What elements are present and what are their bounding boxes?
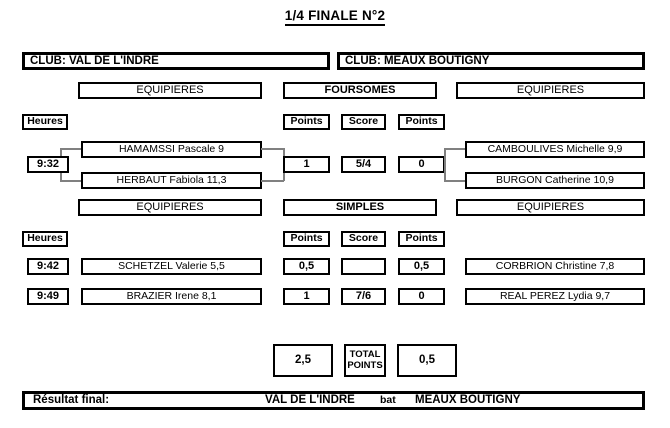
total-points-away-text: 0,5 — [419, 354, 435, 367]
simples-row-1-home-player-text: SCHETZEL Valerie 5,5 — [118, 259, 225, 272]
foursomes-home-player-2[interactable]: HERBAUT Fabiola 11,3 — [81, 172, 262, 189]
simples-row-2-score-text: 7/6 — [355, 289, 372, 302]
foursomes-points-away-header: Points — [398, 114, 445, 130]
simples-row-1-points-away[interactable]: 0,5 — [398, 258, 445, 275]
simples-hours-header-text: Heures — [27, 232, 63, 245]
simples-row-2-away-player[interactable]: REAL PEREZ Lydia 9,7 — [465, 288, 645, 305]
foursomes-score-value-text: 5/4 — [355, 157, 372, 170]
foursomes-home-player-1[interactable]: HAMAMSSI Pascale 9 — [81, 141, 262, 158]
simples-row-1-score[interactable] — [341, 258, 386, 275]
final-result-separator: bat — [380, 393, 396, 406]
simples-row-2-score[interactable]: 7/6 — [341, 288, 386, 305]
foursomes-points-away-header-text: Points — [405, 115, 438, 128]
bracket-connector-home-bottom — [60, 180, 82, 182]
page-title: 1/4 FINALE N°2 — [0, 8, 670, 26]
simples-row-1-points-home-text: 0,5 — [298, 259, 315, 272]
foursomes-hours-header-text: Heures — [27, 115, 63, 128]
simples-home-heading: EQUIPIERES — [78, 199, 262, 216]
foursomes-points-away-value[interactable]: 0 — [398, 156, 445, 173]
simples-score-header-text: Score — [348, 232, 379, 245]
foursomes-score-value[interactable]: 5/4 — [341, 156, 386, 173]
simples-format-heading-text: SIMPLES — [335, 200, 385, 213]
simples-row-2-points-home[interactable]: 1 — [283, 288, 330, 305]
simples-row-1-points-home[interactable]: 0,5 — [283, 258, 330, 275]
simples-points-away-header-text: Points — [405, 232, 438, 245]
simples-home-heading-text: EQUIPIERES — [136, 200, 204, 213]
simples-row-1-time[interactable]: 9:42 — [27, 258, 69, 275]
final-result-loser: MEAUX BOUTIGNY — [415, 394, 521, 407]
foursomes-match-time-text: 9:32 — [36, 157, 60, 170]
bracket-connector-home-points-bottom — [261, 180, 284, 182]
foursomes-away-player-2-text: BURGON Catherine 10,9 — [496, 173, 614, 186]
simples-points-away-header: Points — [398, 231, 445, 247]
club-home-bar: CLUB: VAL DE L'INDRE — [22, 52, 330, 70]
foursomes-home-player-1-text: HAMAMSSI Pascale 9 — [118, 142, 225, 155]
foursomes-points-home-header-text: Points — [290, 115, 323, 128]
final-result-winner: VAL DE L'INDRE — [265, 394, 355, 407]
total-points-label-line1: TOTAL — [349, 348, 381, 360]
simples-away-heading-text: EQUIPIERES — [516, 200, 585, 213]
total-points-label-line2: POINTS — [347, 359, 383, 371]
club-home-label: CLUB: VAL DE L'INDRE — [30, 54, 159, 67]
final-result-label: Résultat final: — [33, 394, 110, 407]
total-points-home: 2,5 — [273, 344, 333, 377]
bracket-connector-away-top — [444, 148, 466, 150]
bracket-connector-away-vertical — [444, 148, 446, 181]
club-away-label: CLUB: MEAUX BOUTIGNY — [345, 54, 490, 67]
foursomes-away-player-2[interactable]: BURGON Catherine 10,9 — [465, 172, 645, 189]
foursomes-points-away-value-text: 0 — [418, 157, 425, 170]
simples-score-header: Score — [341, 231, 386, 247]
simples-points-home-header: Points — [283, 231, 330, 247]
simples-row-2-points-home-text: 1 — [303, 289, 310, 302]
foursomes-format-heading: FOURSOMES — [283, 82, 437, 99]
foursomes-match-time[interactable]: 9:32 — [27, 156, 69, 173]
simples-row-1-home-player[interactable]: SCHETZEL Valerie 5,5 — [81, 258, 262, 275]
foursomes-points-home-header: Points — [283, 114, 330, 130]
simples-row-1-away-player[interactable]: CORBRION Christine 7,8 — [465, 258, 645, 275]
foursomes-home-heading-text: EQUIPIERES — [136, 83, 204, 96]
simples-points-home-header-text: Points — [290, 232, 323, 245]
bracket-connector-home-top — [60, 148, 82, 150]
page-title-text: 1/4 FINALE N°2 — [284, 8, 386, 26]
simples-row-1-away-player-text: CORBRION Christine 7,8 — [495, 259, 615, 272]
simples-row-2-home-player-text: BRAZIER Irene 8,1 — [126, 289, 217, 302]
foursomes-hours-header: Heures — [22, 114, 68, 130]
simples-format-heading: SIMPLES — [283, 199, 437, 216]
total-points-home-text: 2,5 — [295, 354, 311, 367]
simples-row-2-home-player[interactable]: BRAZIER Irene 8,1 — [81, 288, 262, 305]
simples-row-2-time[interactable]: 9:49 — [27, 288, 69, 305]
foursomes-away-heading: EQUIPIERES — [456, 82, 645, 99]
bracket-connector-away-bottom — [444, 180, 466, 182]
total-points-away: 0,5 — [397, 344, 457, 377]
foursomes-away-heading-text: EQUIPIERES — [516, 83, 585, 96]
foursomes-away-player-1[interactable]: CAMBOULIVES Michelle 9,9 — [465, 141, 645, 158]
foursomes-points-home-value[interactable]: 1 — [283, 156, 330, 173]
foursomes-home-heading: EQUIPIERES — [78, 82, 262, 99]
club-away-bar: CLUB: MEAUX BOUTIGNY — [337, 52, 645, 70]
simples-row-2-time-text: 9:49 — [36, 289, 60, 302]
foursomes-format-heading-text: FOURSOMES — [324, 83, 396, 96]
simples-row-1-time-text: 9:42 — [36, 259, 60, 272]
bracket-connector-home-points-top — [261, 148, 284, 150]
simples-hours-header: Heures — [22, 231, 68, 247]
foursomes-home-player-2-text: HERBAUT Fabiola 11,3 — [116, 173, 227, 186]
foursomes-away-player-1-text: CAMBOULIVES Michelle 9,9 — [487, 142, 623, 155]
simples-row-2-points-away-text: 0 — [418, 289, 425, 302]
foursomes-points-home-value-text: 1 — [303, 157, 310, 170]
simples-row-2-points-away[interactable]: 0 — [398, 288, 445, 305]
simples-row-1-points-away-text: 0,5 — [413, 259, 430, 272]
foursomes-score-header: Score — [341, 114, 386, 130]
total-points-label: TOTAL POINTS — [344, 344, 386, 377]
simples-row-2-away-player-text: REAL PEREZ Lydia 9,7 — [499, 289, 611, 302]
foursomes-score-header-text: Score — [348, 115, 379, 128]
simples-away-heading: EQUIPIERES — [456, 199, 645, 216]
final-result-bar: Résultat final: VAL DE L'INDRE bat MEAUX… — [22, 391, 645, 410]
